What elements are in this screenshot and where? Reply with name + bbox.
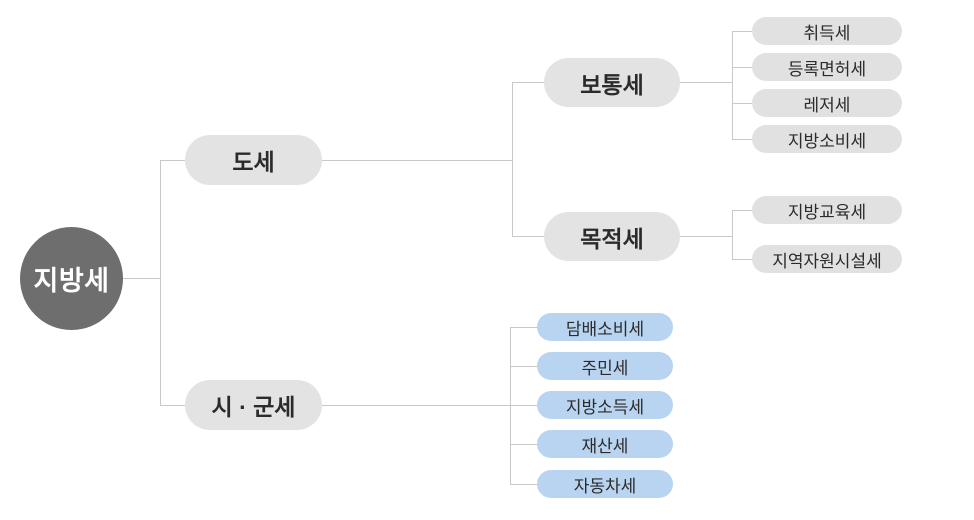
connector-line <box>732 31 752 32</box>
connector-line <box>160 160 161 406</box>
connector-line <box>732 210 752 211</box>
connector-line <box>512 236 544 237</box>
branch-node-province-tax: 도세 <box>185 135 322 185</box>
connector-line <box>510 327 511 485</box>
connector-line <box>732 259 752 260</box>
leaf-node-registration-license-tax: 등록면허세 <box>752 53 902 81</box>
leaf-node-leisure-tax: 레저세 <box>752 89 902 117</box>
root-node-local-tax: 지방세 <box>20 227 123 330</box>
branch-node-purpose-tax: 목적세 <box>544 212 680 261</box>
connector-line <box>732 67 752 68</box>
connector-line <box>732 139 752 140</box>
leaf-node-local-education-tax: 지방교육세 <box>752 196 902 224</box>
branch-node-ordinary-tax: 보통세 <box>544 58 680 107</box>
connector-line <box>123 278 160 279</box>
leaf-node-local-income-tax: 지방소득세 <box>537 391 673 419</box>
connector-line <box>510 444 537 445</box>
leaf-node-local-consumption-tax: 지방소비세 <box>752 125 902 153</box>
connector-line <box>512 82 513 237</box>
connector-line <box>322 405 510 406</box>
leaf-node-tobacco-consumption-tax: 담배소비세 <box>537 313 673 341</box>
connector-line <box>510 366 537 367</box>
leaf-node-property-tax: 재산세 <box>537 430 673 458</box>
connector-line <box>680 236 732 237</box>
leaf-node-regional-resource-facility-tax: 지역자원시설세 <box>752 245 902 273</box>
connector-line <box>322 160 512 161</box>
connector-line <box>510 327 537 328</box>
connector-line <box>732 103 752 104</box>
connector-line <box>160 405 185 406</box>
leaf-node-resident-tax: 주민세 <box>537 352 673 380</box>
connector-line <box>680 82 732 83</box>
branch-node-city-county-tax: 시 · 군세 <box>185 380 322 430</box>
connector-line <box>512 82 544 83</box>
connector-line <box>160 160 185 161</box>
connector-line <box>732 31 733 140</box>
connector-line <box>510 484 537 485</box>
leaf-node-automobile-tax: 자동차세 <box>537 470 673 498</box>
connector-line <box>510 405 537 406</box>
connector-line <box>732 210 733 260</box>
leaf-node-acquisition-tax: 취득세 <box>752 17 902 45</box>
